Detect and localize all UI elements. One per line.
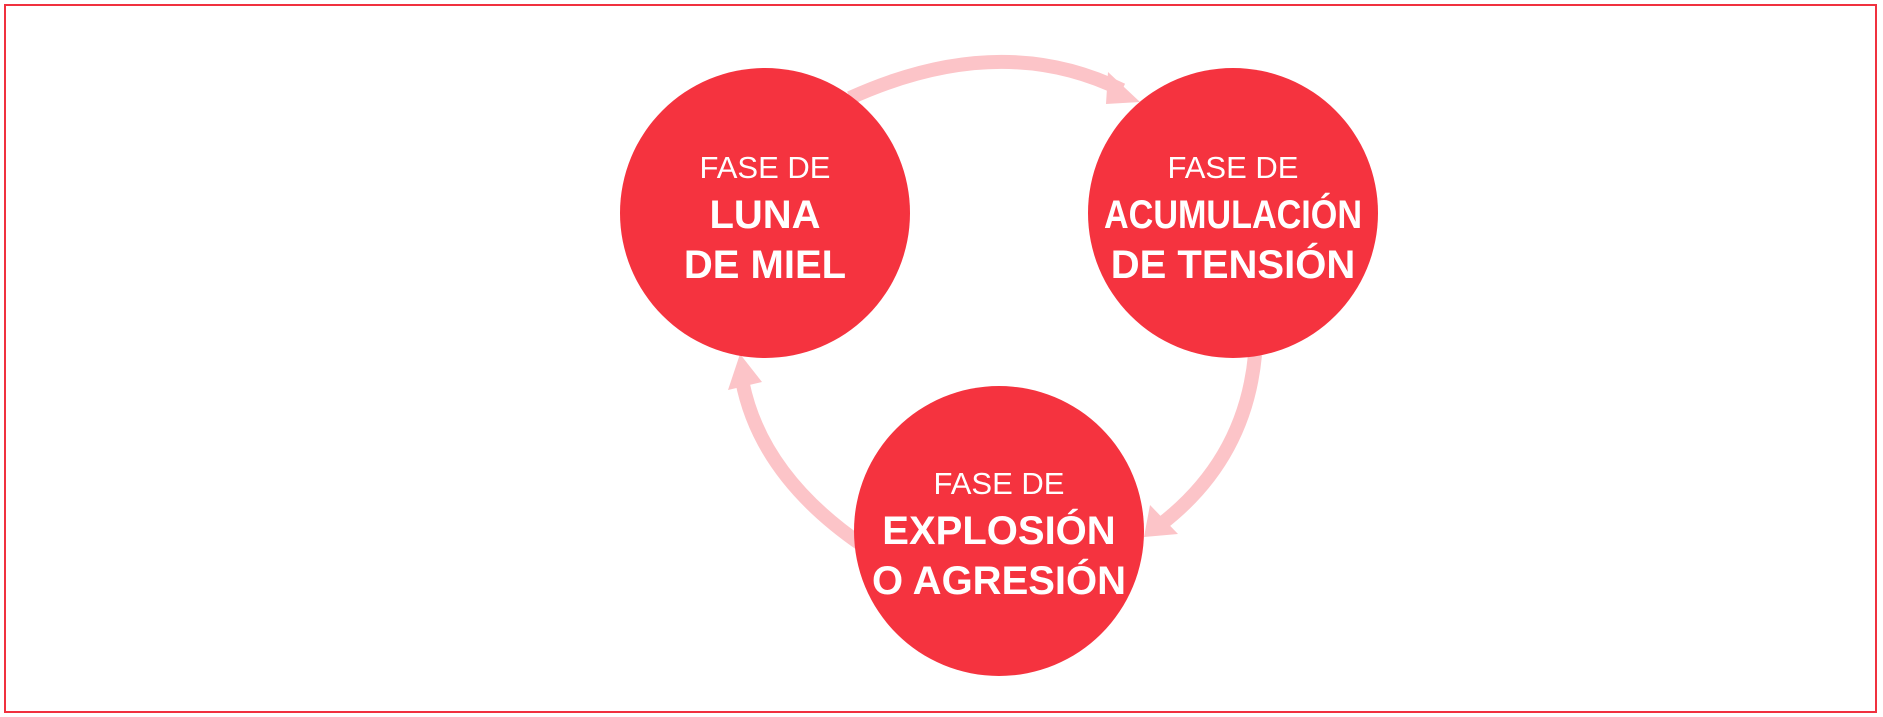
phase-honeymoon-circle bbox=[620, 68, 910, 358]
phase-explosion-prefix: FASE DE bbox=[934, 466, 1065, 501]
phase-tension-prefix: FASE DE bbox=[1168, 150, 1299, 185]
arrow-explosion-to-honeymoon bbox=[728, 354, 866, 551]
phase-explosion: FASE DE EXPLOSIÓN O AGRESIÓN bbox=[854, 386, 1144, 676]
phase-tension: FASE DE ACUMULACIÓN DE TENSIÓN bbox=[1088, 68, 1378, 358]
phase-explosion-title-line2: O AGRESIÓN bbox=[872, 557, 1126, 603]
phase-tension-title-line1: ACUMULACIÓN bbox=[1104, 191, 1362, 237]
arrow-honeymoon-to-tension bbox=[847, 54, 1140, 105]
diagram-frame bbox=[4, 4, 1877, 713]
phase-tension-title-line2: DE TENSIÓN bbox=[1111, 241, 1355, 287]
phase-honeymoon: FASE DE LUNA DE MIEL bbox=[620, 68, 910, 358]
arrow-tension-to-explosion bbox=[1144, 354, 1262, 537]
phase-tension-circle bbox=[1088, 68, 1378, 358]
phase-explosion-title-line1: EXPLOSIÓN bbox=[882, 507, 1115, 553]
phase-honeymoon-title-line2: DE MIEL bbox=[684, 243, 846, 287]
phase-explosion-circle bbox=[854, 386, 1144, 676]
phase-honeymoon-title-line1: LUNA bbox=[709, 193, 820, 237]
phase-honeymoon-prefix: FASE DE bbox=[700, 150, 831, 185]
